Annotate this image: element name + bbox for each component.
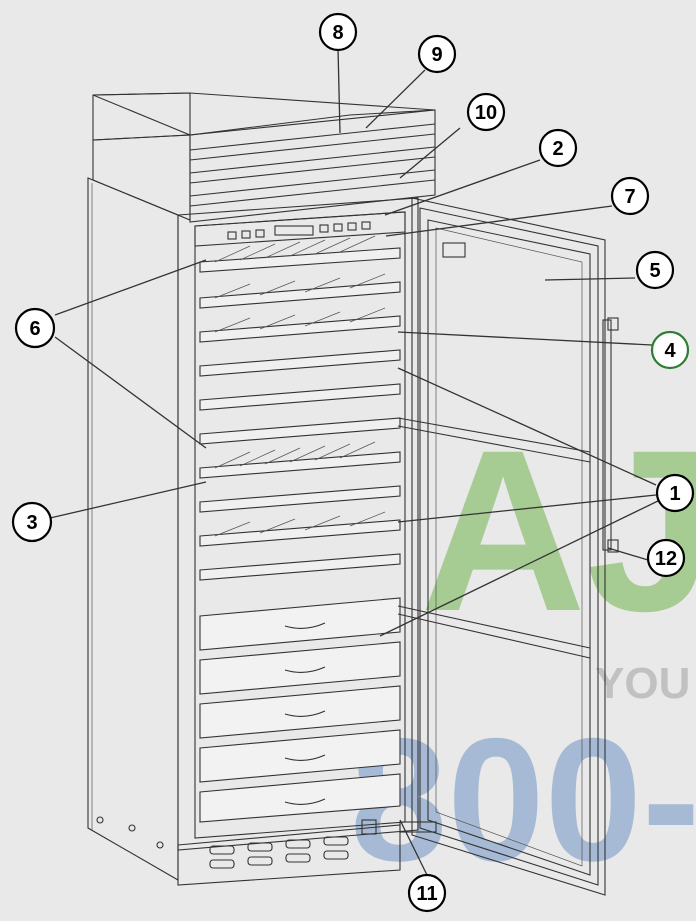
- callout-2: 2: [538, 128, 578, 168]
- vent-grille: [189, 109, 436, 223]
- door-glass: [435, 227, 583, 867]
- svg-text:11: 11: [416, 883, 437, 905]
- callout-6: 6: [14, 307, 56, 349]
- callout-3: 3: [11, 501, 53, 543]
- callout-12: 12: [646, 538, 686, 578]
- control-panel: [194, 211, 406, 247]
- door-label: [442, 242, 466, 258]
- callout-11: 11: [407, 873, 447, 913]
- wire-shelves: [199, 235, 401, 581]
- watermark: AJ YOU 800-: [350, 402, 696, 898]
- svg-text:6: 6: [29, 318, 40, 340]
- svg-text:4: 4: [664, 340, 676, 362]
- svg-text:3: 3: [26, 512, 37, 534]
- watermark-logo: AJ: [420, 402, 696, 659]
- svg-text:1: 1: [669, 483, 680, 505]
- callout-9: 9: [417, 34, 457, 74]
- door-handle: [602, 319, 612, 551]
- leader-lines: [49, 47, 661, 876]
- callout-10: 10: [466, 92, 506, 132]
- svg-text:7: 7: [624, 186, 635, 208]
- callout-5: 5: [635, 250, 675, 290]
- callout-7: 7: [610, 176, 650, 216]
- svg-text:8: 8: [332, 22, 343, 44]
- svg-text:9: 9: [431, 44, 442, 66]
- svg-text:10: 10: [475, 102, 497, 124]
- watermark-phone: 800-: [350, 703, 696, 898]
- drawers: [199, 597, 401, 823]
- top-box: [92, 92, 191, 141]
- callouts: 8 9 10 2 7 5 4 6: [11, 12, 695, 913]
- front-frame: [177, 197, 419, 851]
- callout-1: 1: [655, 473, 695, 513]
- top-box-top: [92, 92, 436, 136]
- callout-8: 8: [318, 12, 358, 52]
- top-box-front: [92, 134, 191, 221]
- side-panel: [87, 177, 179, 881]
- door: [397, 197, 619, 896]
- door-outer: [411, 197, 606, 896]
- watermark-tagline: YOU: [595, 659, 690, 708]
- door-gasket: [419, 207, 599, 886]
- svg-text:5: 5: [649, 260, 660, 282]
- cabinet: [87, 92, 437, 886]
- svg-text:2: 2: [552, 138, 563, 160]
- svg-text:12: 12: [655, 548, 677, 570]
- callout-4: 4: [650, 330, 690, 370]
- bottom-hinge: [361, 819, 377, 835]
